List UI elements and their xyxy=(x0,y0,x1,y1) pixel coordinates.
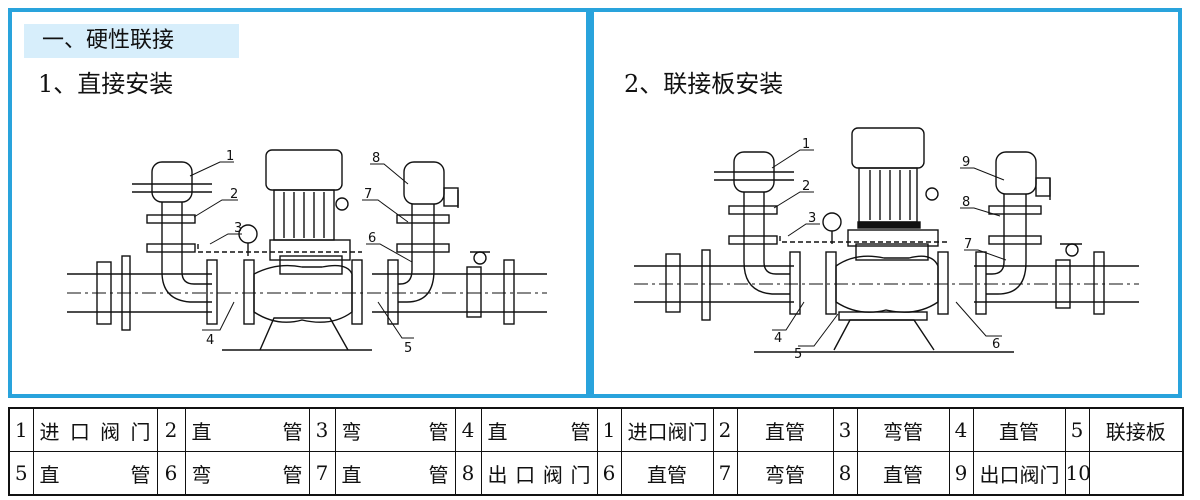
legend-label: 直 管 xyxy=(32,451,158,496)
legend-number: 8 xyxy=(454,451,482,496)
callout-5: 5 xyxy=(794,347,802,362)
legend-number: 6 xyxy=(596,451,622,496)
callout-9: 9 xyxy=(962,155,970,170)
legend-row: 5 直 管 6 弯 管 7 直 管 8 出口阀门 6 直管 7 弯管 8 直管 … xyxy=(8,451,1184,496)
legend-label: 进口阀门 xyxy=(620,407,714,452)
legend-label: 弯 管 xyxy=(334,407,456,452)
callout-7: 7 xyxy=(364,187,372,202)
callout-1: 1 xyxy=(802,137,810,152)
legend-label: 直 管 xyxy=(480,407,598,452)
legend-number: 7 xyxy=(712,451,738,496)
legend-label: 弯管 xyxy=(736,451,834,496)
callout-4: 4 xyxy=(774,331,782,346)
legend-label: 进口阀门 xyxy=(32,407,158,452)
panel-title-plate: 2、联接板安装 xyxy=(624,70,784,98)
callout-6: 6 xyxy=(992,337,1000,352)
callout-4: 4 xyxy=(206,333,214,348)
callout-5: 5 xyxy=(404,341,412,356)
section-heading: 一、硬性联接 xyxy=(24,24,239,58)
legend-label: 直管 xyxy=(972,407,1066,452)
legend-label: 直 管 xyxy=(334,451,456,496)
legend-number: 1 xyxy=(8,407,34,452)
legend-number: 1 xyxy=(596,407,622,452)
legend-label: 弯管 xyxy=(856,407,950,452)
legend-number: 3 xyxy=(308,407,336,452)
legend-label xyxy=(1088,451,1184,496)
diagram-direct-install: 1 2 3 4 5 6 7 8 xyxy=(67,149,547,356)
legend-number: 6 xyxy=(156,451,186,496)
callout-7: 7 xyxy=(964,237,972,252)
parts-legend-table: 1 进口阀门 2 直 管 3 弯 管 4 直 管 1 进口阀门 2 直管 3 弯… xyxy=(8,407,1184,496)
legend-number: 5 xyxy=(8,451,34,496)
legend-number: 7 xyxy=(308,451,336,496)
legend-number: 3 xyxy=(832,407,858,452)
diagram-plate-install: 1 2 3 4 5 6 7 8 9 xyxy=(634,127,1139,362)
legend-number: 2 xyxy=(712,407,738,452)
panel-plate-install: 2、联接板安装 xyxy=(590,8,1182,398)
callout-1: 1 xyxy=(226,149,234,164)
legend-number: 2 xyxy=(156,407,186,452)
callout-2: 2 xyxy=(802,179,810,194)
legend-label: 直管 xyxy=(620,451,714,496)
legend-number: 4 xyxy=(454,407,482,452)
legend-row: 1 进口阀门 2 直 管 3 弯 管 4 直 管 1 进口阀门 2 直管 3 弯… xyxy=(8,407,1184,452)
callout-6: 6 xyxy=(368,231,376,246)
legend-number: 10 xyxy=(1064,451,1090,496)
panel-title-direct: 1、直接安装 xyxy=(38,70,174,98)
legend-number: 4 xyxy=(948,407,974,452)
legend-number: 9 xyxy=(948,451,974,496)
legend-number: 5 xyxy=(1064,407,1090,452)
legend-label: 出口阀门 xyxy=(972,451,1066,496)
legend-label: 弯 管 xyxy=(184,451,310,496)
callout-8: 8 xyxy=(962,195,970,210)
legend-label: 联接板 xyxy=(1088,407,1184,452)
legend-label: 直管 xyxy=(856,451,950,496)
callout-3: 3 xyxy=(234,221,242,236)
legend-label: 出口阀门 xyxy=(480,451,598,496)
legend-number: 8 xyxy=(832,451,858,496)
legend-label: 直 管 xyxy=(184,407,310,452)
panel-direct-install: 一、硬性联接 1、直接安装 xyxy=(8,8,590,398)
callout-3: 3 xyxy=(808,211,816,226)
callout-8: 8 xyxy=(372,151,380,166)
callout-2: 2 xyxy=(230,187,238,202)
legend-label: 直管 xyxy=(736,407,834,452)
